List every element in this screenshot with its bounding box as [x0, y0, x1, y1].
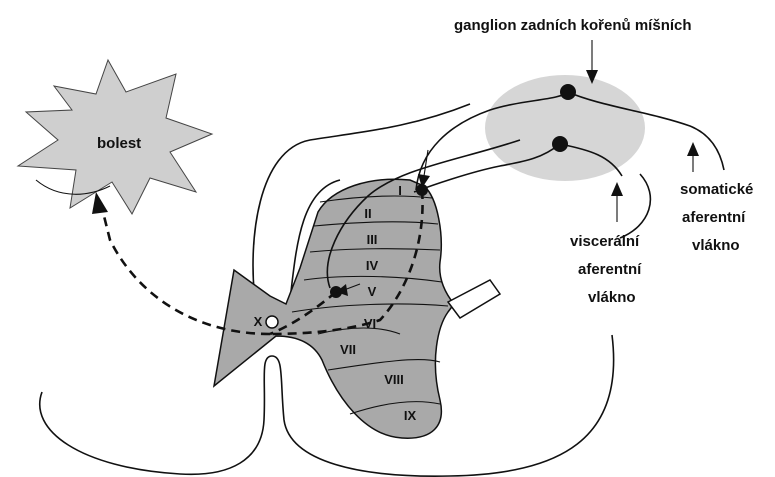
lamina-V-label: V [368, 284, 377, 299]
somatic-fiber-deep [620, 174, 650, 238]
ganglion-neuron-visceral [552, 136, 568, 152]
somatic-label-line1: somatické [680, 181, 753, 198]
lateral-horn [448, 280, 500, 318]
lamina-VII-label: VII [340, 342, 356, 357]
visceral-label-line1: viscerální [570, 233, 640, 250]
central-canal [266, 316, 278, 328]
pain-arrowhead [92, 192, 108, 214]
gray-matter [214, 179, 454, 438]
pain-label: bolest [97, 135, 141, 152]
somatic-label-line2: aferentní [682, 209, 746, 226]
somatic-pointer-head [687, 142, 699, 156]
visceral-label-line2: aferentní [578, 261, 642, 278]
lamina-I-pointer [424, 150, 428, 176]
lamina-IX-label: IX [404, 408, 417, 423]
visceral-pointer-head [611, 182, 623, 196]
lamina-X-label: X [254, 314, 263, 329]
lamina-IV-label: IV [366, 258, 379, 273]
somatic-label-line3: vlákno [692, 237, 740, 254]
lamina-I-label: I [398, 183, 402, 198]
lamina-VIII-label: VIII [384, 372, 404, 387]
ganglion-neuron-somatic [560, 84, 576, 100]
visceral-label-line3: vlákno [588, 289, 636, 306]
ganglion-label: ganglion zadních kořenů míšních [454, 17, 692, 34]
lamina-II-label: II [364, 206, 371, 221]
cord-outline-left [40, 356, 284, 474]
lamina-III-label: III [367, 232, 378, 247]
